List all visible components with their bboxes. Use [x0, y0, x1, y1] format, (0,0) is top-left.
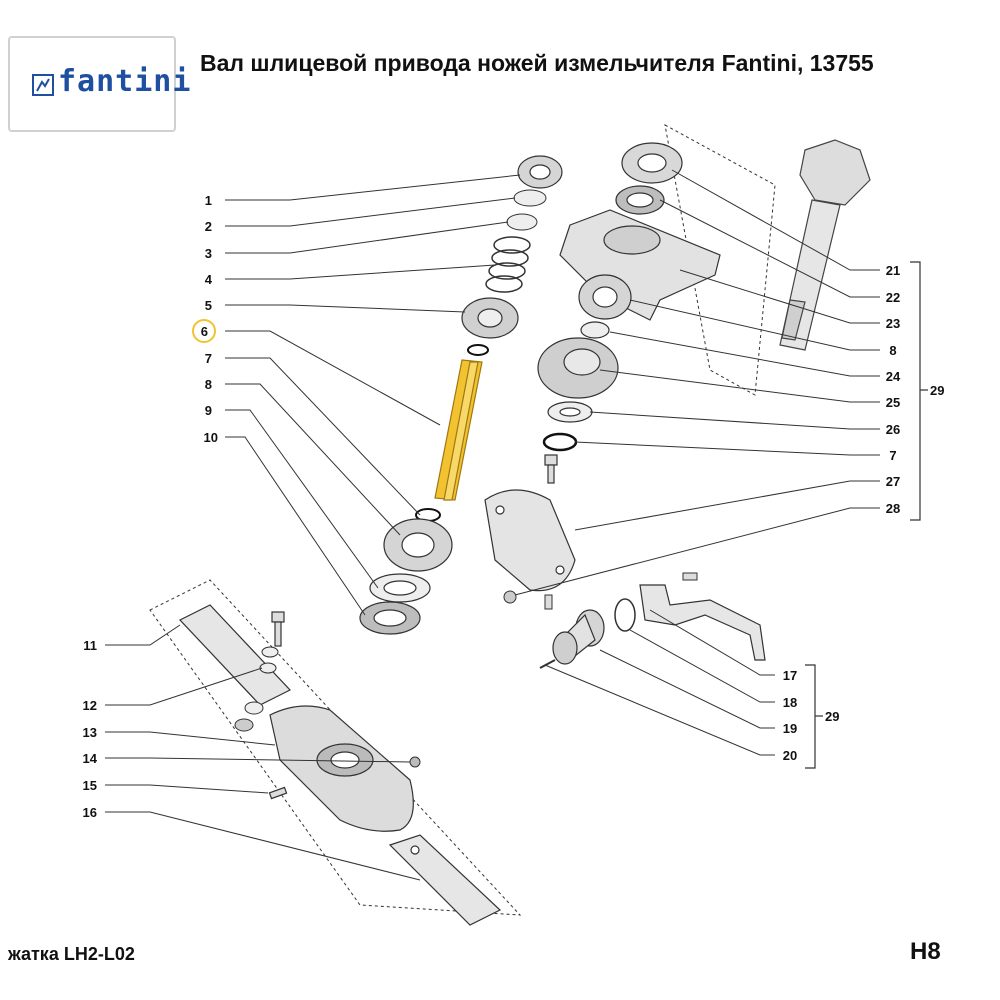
fantini-logo: fantini — [8, 36, 190, 132]
bearing-1 — [517, 155, 563, 189]
bolt-upper — [544, 454, 558, 484]
callout-callouts_left-13: 14 — [83, 751, 98, 766]
callout-callouts_right-5: 25 — [886, 395, 900, 410]
washer-2 — [513, 189, 547, 207]
callout-callouts_left-8: 9 — [205, 403, 212, 418]
spring-4 — [485, 236, 531, 293]
callout-callouts_left-11: 12 — [83, 698, 97, 713]
callout-callouts_left-10: 11 — [83, 638, 97, 653]
group-label-29-lower: 29 — [825, 709, 839, 724]
gear-25 — [537, 337, 619, 399]
washer-12b — [259, 662, 277, 674]
callout-callouts_left-2: 3 — [205, 246, 212, 261]
callout-callouts_right-8: 27 — [886, 474, 900, 489]
highlight-circle — [192, 319, 216, 343]
logo-text: fantini — [58, 64, 192, 99]
knife-16 — [388, 834, 502, 926]
fantini-emblem-icon — [32, 74, 54, 96]
bearing-21 — [621, 142, 683, 184]
callout-callouts_right-3: 8 — [889, 343, 896, 358]
washer-13 — [244, 701, 264, 715]
nut-13 — [234, 718, 254, 732]
seal-22 — [615, 185, 665, 215]
bearing-8-right — [578, 274, 632, 320]
callout-callouts_left-7: 8 — [205, 377, 212, 392]
bushing-19 — [552, 609, 605, 665]
knife-11 — [179, 604, 291, 706]
callout-callouts_right-0: 21 — [886, 263, 900, 278]
dashed-box-lower — [149, 579, 522, 916]
o-ring-18 — [614, 598, 636, 632]
footer-model: жатка LH2-L02 — [8, 944, 135, 964]
callout-callouts_lower-2: 19 — [783, 721, 797, 736]
page-title: Вал шлицевой привода ножей измельчителя … — [200, 50, 874, 76]
bearing-8-left — [383, 518, 453, 572]
callout-callouts_left-15: 16 — [83, 805, 97, 820]
circlip-top — [467, 344, 489, 356]
callout-callouts_left-3: 4 — [205, 272, 213, 287]
callout-callouts_left-9: 10 — [204, 430, 218, 445]
washer-12a — [261, 646, 279, 658]
callout-callouts_right-4: 24 — [886, 369, 901, 384]
callout-callouts_left-14: 15 — [83, 778, 97, 793]
ring-24 — [580, 321, 610, 339]
callout-callouts_right-7: 7 — [889, 448, 896, 463]
circlip-7-right — [542, 432, 578, 452]
dashed-box-upper — [664, 124, 776, 396]
group-label-29-upper: 29 — [930, 383, 944, 398]
callout-callouts_lower-1: 18 — [783, 695, 797, 710]
knife-disc-13 — [269, 705, 414, 832]
callout-callouts_lower-3: 20 — [783, 748, 797, 763]
gear-5 — [461, 297, 519, 339]
bolt-28 — [544, 594, 553, 610]
callout-callouts_right-1: 22 — [886, 290, 900, 305]
bolt-17 — [682, 572, 698, 581]
group-braces — [805, 261, 928, 769]
callout-callouts_left-5: 6 — [201, 324, 208, 339]
callout-callouts_left-4: 5 — [205, 298, 212, 313]
pin-20 — [539, 659, 556, 669]
washer-9 — [369, 573, 431, 603]
callout-callouts_left-6: 7 — [205, 351, 212, 366]
callout-callouts_right-6: 26 — [886, 422, 900, 437]
nut-28 — [503, 590, 517, 604]
callout-callouts_left-1: 2 — [205, 219, 212, 234]
bracket-17 — [639, 584, 766, 661]
seal-10 — [359, 601, 421, 635]
washer-26 — [547, 401, 593, 423]
bevel-gear-shaft — [779, 139, 871, 351]
callout-callouts_lower-0: 17 — [783, 668, 797, 683]
cover-plate-27 — [484, 489, 576, 592]
callout-callouts_left-12: 13 — [83, 725, 97, 740]
washer-3 — [506, 213, 538, 231]
bolt-12 — [271, 611, 285, 647]
nut-14 — [409, 756, 421, 768]
leader-lines — [105, 169, 880, 881]
callout-callouts_left-0: 1 — [205, 193, 212, 208]
footer-page-code: H8 — [910, 938, 941, 965]
bolt-15 — [268, 786, 288, 800]
callout-callouts_right-9: 28 — [886, 501, 900, 516]
callout-callouts_right-2: 23 — [886, 316, 900, 331]
spline-shaft-6 — [434, 359, 483, 501]
